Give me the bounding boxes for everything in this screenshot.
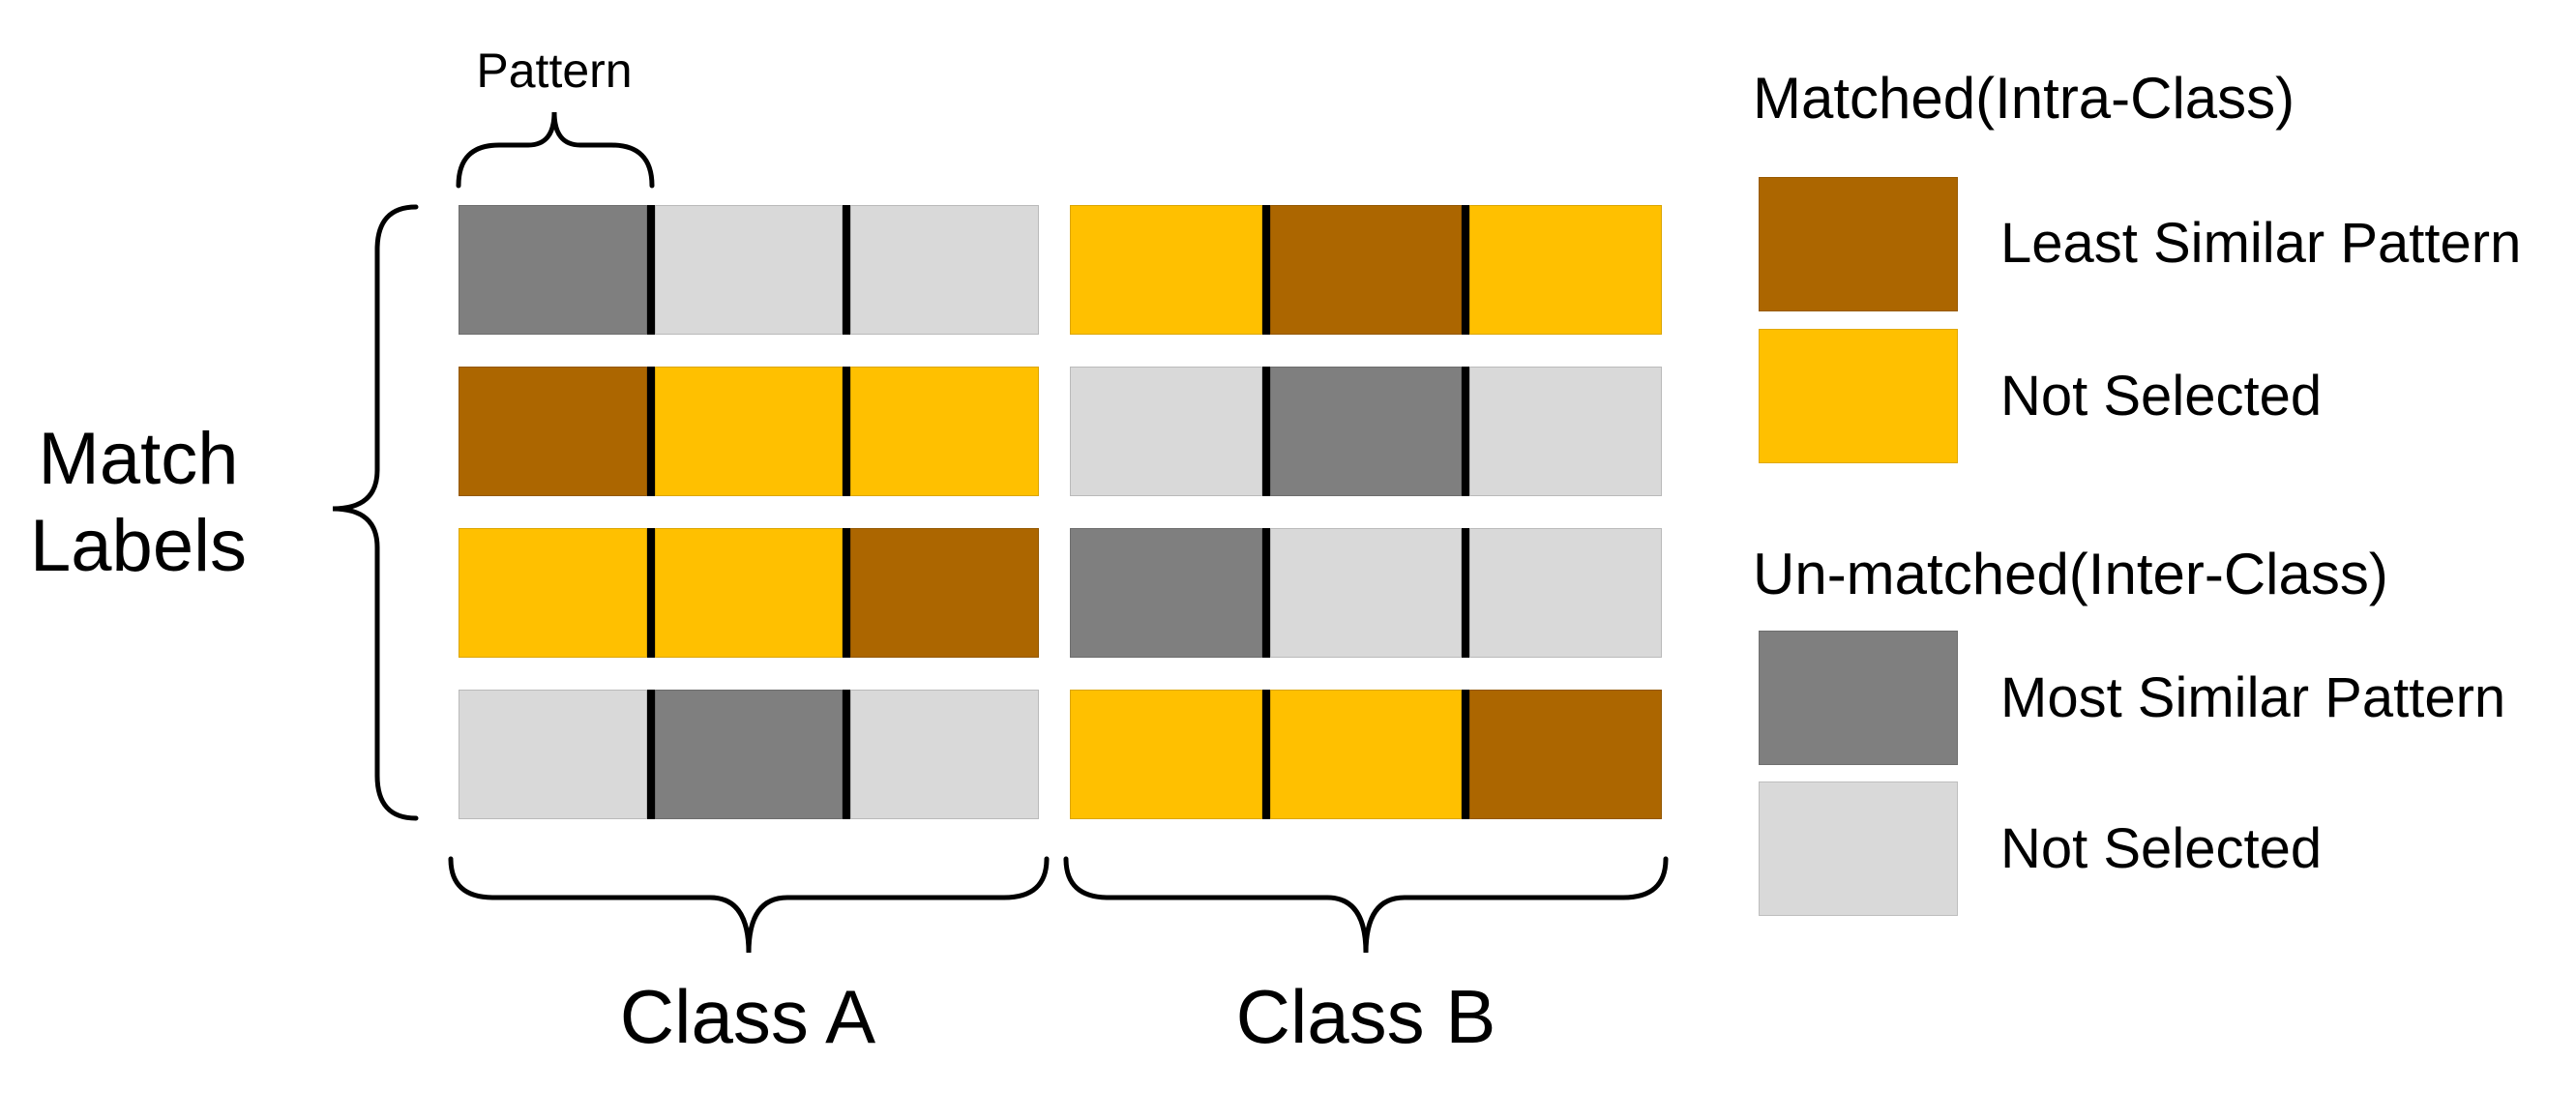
pattern-cell-matched-not-selected: [1269, 690, 1463, 819]
class-a-brace: [448, 856, 1050, 954]
pattern-cell-matched-not-selected: [1070, 205, 1262, 335]
cell-divider: [1462, 367, 1470, 496]
pattern-cell-most-similar: [1070, 528, 1262, 658]
pattern-cell-matched-not-selected: [850, 367, 1040, 496]
pattern-cell-unmatched-not-selected: [459, 690, 647, 819]
legend-swatch-most-similar: [1759, 631, 1958, 765]
pattern-cell-unmatched-not-selected: [1070, 367, 1262, 496]
pattern-row: [1070, 690, 1663, 819]
cell-divider: [843, 690, 851, 819]
cell-divider: [646, 205, 655, 335]
pattern-row: [459, 205, 1040, 335]
class-a-rows: [459, 205, 1040, 819]
cell-divider: [646, 528, 655, 658]
pattern-row: [1070, 367, 1663, 496]
cell-divider: [646, 367, 655, 496]
pattern-row: [1070, 528, 1663, 658]
cell-divider: [1261, 367, 1270, 496]
match-labels-annotation: Match Labels: [30, 416, 247, 590]
pattern-cell-unmatched-not-selected: [1469, 367, 1663, 496]
cell-divider: [843, 205, 851, 335]
class-b-label: Class B: [1235, 974, 1496, 1059]
class-a-label: Class A: [619, 974, 876, 1059]
pattern-cell-least-similar: [1269, 205, 1463, 335]
cell-divider: [1462, 205, 1470, 335]
legend-title-matched: Matched(Intra-Class): [1753, 66, 2295, 131]
cell-divider: [843, 367, 851, 496]
cell-divider: [1261, 528, 1270, 658]
pattern-cell-matched-not-selected: [1469, 205, 1663, 335]
cell-divider: [1462, 690, 1470, 819]
pattern-cell-most-similar: [1269, 367, 1463, 496]
legend-swatch-least-similar: [1759, 177, 1958, 311]
pattern-cell-least-similar: [459, 367, 647, 496]
cell-divider: [646, 690, 655, 819]
pattern-cell-unmatched-not-selected: [1269, 528, 1463, 658]
pattern-cell-most-similar: [459, 205, 647, 335]
pattern-row: [459, 367, 1040, 496]
pattern-row: [459, 690, 1040, 819]
pattern-cell-matched-not-selected: [654, 367, 844, 496]
pattern-row: [1070, 205, 1663, 335]
cell-divider: [1261, 205, 1270, 335]
class-b-rows: [1070, 205, 1663, 819]
pattern-cell-most-similar: [654, 690, 844, 819]
match-labels-line2: Labels: [30, 505, 247, 587]
pattern-cell-least-similar: [850, 528, 1040, 658]
legend-title-unmatched: Un-matched(Inter-Class): [1753, 542, 2388, 606]
legend-swatch-unmatched-not-selected: [1759, 781, 1958, 916]
pattern-cell-unmatched-not-selected: [850, 690, 1040, 819]
pattern-cell-matched-not-selected: [459, 528, 647, 658]
pattern-cell-unmatched-not-selected: [654, 205, 844, 335]
pattern-cell-unmatched-not-selected: [1469, 528, 1663, 658]
pattern-cell-least-similar: [1469, 690, 1663, 819]
legend-label-most-similar: Most Similar Pattern: [2000, 666, 2506, 729]
pattern-row: [459, 528, 1040, 658]
pattern-cell-matched-not-selected: [1070, 690, 1262, 819]
match-labels-line1: Match: [38, 418, 239, 500]
pattern-cell-unmatched-not-selected: [850, 205, 1040, 335]
legend-label-unmatched-not-selected: Not Selected: [2000, 817, 2323, 880]
class-b-brace: [1063, 856, 1669, 954]
cell-divider: [843, 528, 851, 658]
legend-label-least-similar: Least Similar Pattern: [2000, 212, 2522, 275]
pattern-brace: [456, 111, 655, 189]
cell-divider: [1462, 528, 1470, 658]
match-labels-brace: [332, 204, 419, 821]
pattern-cell-matched-not-selected: [654, 528, 844, 658]
pattern-annotation: Pattern: [476, 44, 633, 98]
legend-label-matched-not-selected: Not Selected: [2000, 365, 2323, 427]
legend-swatch-matched-not-selected: [1759, 329, 1958, 463]
cell-divider: [1261, 690, 1270, 819]
